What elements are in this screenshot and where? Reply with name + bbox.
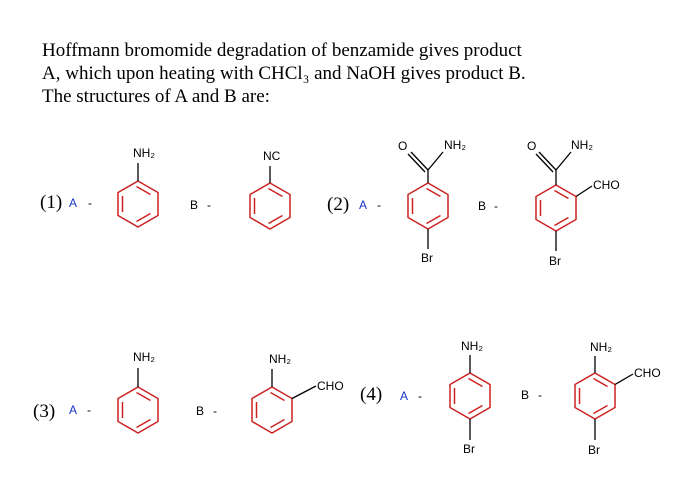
option-1-structure-a: NH₂ — [117, 146, 159, 228]
option-2-a-nh2: NH₂ — [444, 138, 466, 152]
option-2-b-oxygen: O — [527, 139, 536, 153]
option-2-number: (2) — [327, 194, 349, 215]
option-2-b-br: Br — [549, 254, 561, 268]
option-4-a-label: A — [400, 389, 408, 403]
option-1-a-dash: - — [88, 196, 92, 210]
option-1-b-dash: - — [207, 198, 211, 212]
option-4-b-br: Br — [588, 443, 600, 457]
option-1-b-label: B — [190, 198, 198, 212]
option-4-number: (4) — [360, 384, 382, 405]
option-2-structure-a: O NH₂ Br — [398, 138, 466, 265]
option-1[interactable]: (1) A - NH₂ B - NC — [40, 146, 291, 230]
option-4-b-dash: - — [538, 388, 542, 402]
question-text: Hoffmann bromomide degradation of benzam… — [42, 39, 662, 108]
option-2-b-nh2: NH₂ — [571, 138, 593, 152]
option-2-a-br: Br — [421, 251, 433, 265]
option-3-structure-b: NH₂ CHO — [251, 352, 344, 434]
option-1-a-nh2: NH₂ — [133, 146, 155, 160]
option-3-structure-a: NH₂ — [117, 350, 159, 434]
option-3[interactable]: (3) A - NH₂ B - NH₂ CHO — [33, 350, 344, 434]
option-3-b-label: B — [196, 404, 204, 418]
option-2-b-label: B — [478, 199, 486, 213]
option-2-a-label: A — [359, 198, 367, 212]
option-3-b-nh2: NH₂ — [269, 352, 291, 366]
option-1-structure-b: NC — [249, 149, 291, 230]
question-line-1: Hoffmann bromomide degradation of benzam… — [42, 40, 522, 61]
option-4-b-label: B — [521, 388, 529, 402]
option-4-a-br: Br — [463, 442, 475, 456]
option-2[interactable]: (2) A - O NH₂ Br B - O NH₂ CHO Br — [327, 138, 620, 268]
option-4[interactable]: (4) A - NH₂ Br B - NH₂ CHO Br — [360, 339, 661, 457]
option-2-structure-b: O NH₂ CHO Br — [527, 138, 620, 268]
option-2-a-oxygen: O — [398, 139, 407, 153]
option-3-a-dash: - — [87, 403, 91, 417]
option-3-b-dash: - — [213, 404, 217, 418]
option-4-a-nh2: NH₂ — [461, 339, 483, 353]
option-4-structure-a: NH₂ Br — [449, 339, 491, 456]
option-4-a-dash: - — [418, 389, 422, 403]
question-line-2: A, which upon heating with CHCl₃ and NaO… — [42, 63, 526, 84]
option-4-b-cho: CHO — [634, 366, 661, 380]
option-3-b-cho: CHO — [317, 379, 344, 393]
option-3-a-nh2: NH₂ — [133, 350, 155, 364]
option-2-b-dash: - — [494, 199, 498, 213]
question-line-3: The structures of A and B are: — [42, 86, 270, 107]
option-1-number: (1) — [40, 192, 62, 213]
option-1-b-nc: NC — [263, 149, 281, 163]
option-2-b-cho: CHO — [593, 178, 620, 192]
option-2-a-dash: - — [377, 198, 381, 212]
option-4-b-nh2: NH₂ — [590, 340, 612, 354]
option-3-a-label: A — [69, 403, 77, 417]
option-1-a-label: A — [69, 196, 77, 210]
option-3-number: (3) — [33, 401, 55, 422]
option-4-structure-b: NH₂ CHO Br — [574, 340, 661, 457]
